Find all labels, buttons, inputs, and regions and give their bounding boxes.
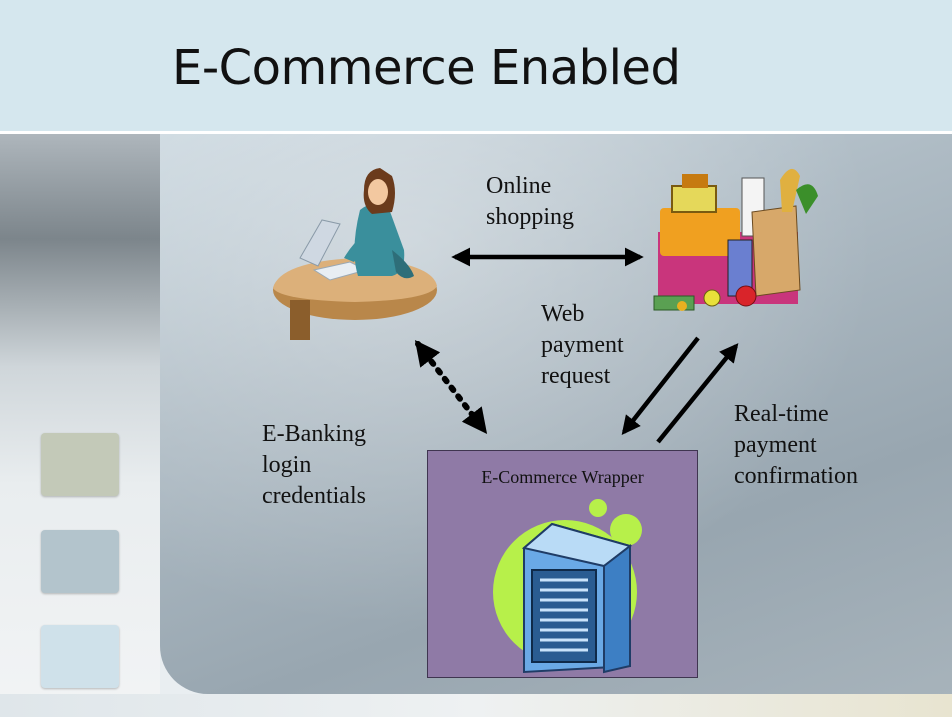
online-shopping-line-2: shopping xyxy=(486,204,575,230)
ebanking-line-2: login xyxy=(262,452,312,478)
realtime-line-2: payment xyxy=(734,432,817,458)
server-rack-icon xyxy=(493,499,642,674)
realtime-line-1: Real-time xyxy=(734,401,829,427)
payment-request-arrow xyxy=(621,336,700,435)
web-payment-line-3: request xyxy=(541,363,611,389)
payment-confirmation-arrow xyxy=(656,343,739,444)
left-decor-strip xyxy=(0,134,160,717)
cash-register-groceries-icon xyxy=(653,168,818,311)
title-bar: E-Commerce Enabled xyxy=(0,0,952,134)
ebanking-dotted-arrow xyxy=(414,340,488,434)
realtime-confirmation-label: Real-time payment confirmation xyxy=(734,399,858,492)
decor-square-1 xyxy=(41,433,119,496)
ebanking-line-1: E-Banking xyxy=(262,421,366,447)
ebanking-line-3: credentials xyxy=(262,483,366,509)
realtime-line-3: confirmation xyxy=(734,463,858,489)
decor-square-3 xyxy=(41,625,119,688)
slide-title: E-Commerce Enabled xyxy=(172,40,681,96)
bottom-band xyxy=(0,694,952,717)
decor-square-2 xyxy=(41,530,119,593)
ebanking-credentials-label: E-Banking login credentials xyxy=(262,419,366,512)
web-payment-line-1: Web xyxy=(541,301,585,327)
online-shopping-line-1: Online xyxy=(486,173,552,199)
web-payment-line-2: payment xyxy=(541,332,624,358)
wrapper-title: E-Commerce Wrapper xyxy=(481,467,644,487)
person-at-computer-icon xyxy=(273,168,437,340)
online-shopping-label: Online shopping xyxy=(486,171,574,233)
web-payment-request-label: Web payment request xyxy=(541,299,624,392)
